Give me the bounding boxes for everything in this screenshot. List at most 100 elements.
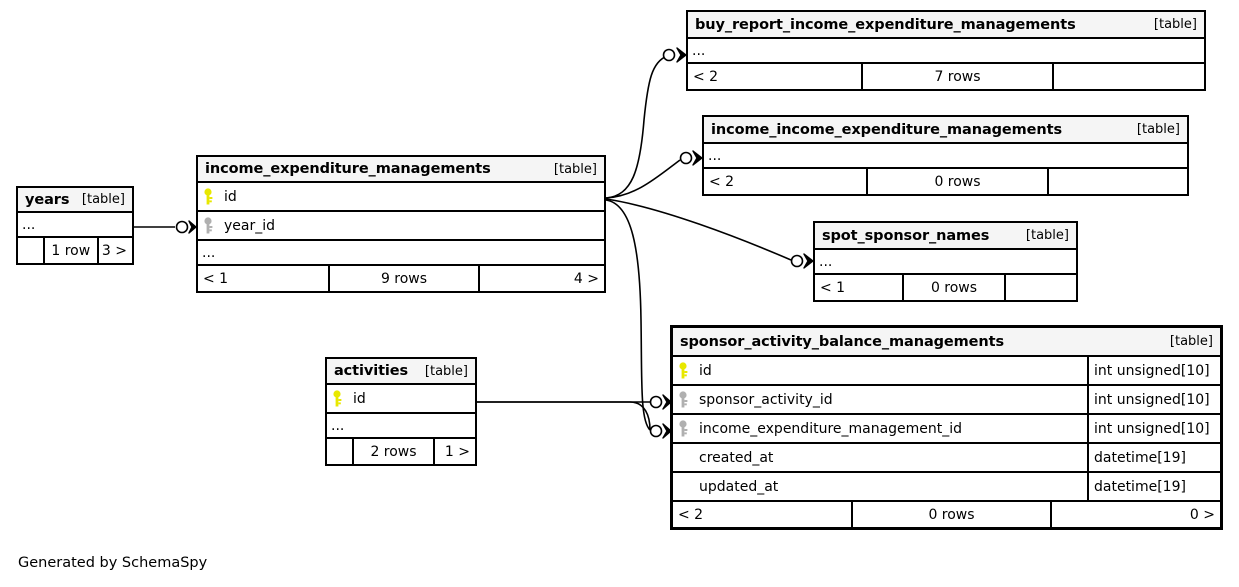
footer-row-count: 1 row xyxy=(42,238,97,263)
footer-children-count[interactable]: 3 > xyxy=(96,238,132,263)
footer-children-count[interactable]: 4 > xyxy=(478,266,604,291)
edge-arrow-buy-report xyxy=(676,47,687,63)
footer-row-count: 2 rows xyxy=(352,439,433,464)
footer-children-count[interactable] xyxy=(1052,64,1204,89)
table-type-tag: [table] xyxy=(1136,122,1180,137)
footer-parents-count[interactable]: < 2 xyxy=(709,173,735,190)
table-column-row[interactable]: updated_at datetime[19] xyxy=(673,473,1220,502)
footer-parents-count[interactable] xyxy=(18,238,43,263)
table-column-row[interactable]: id int unsigned[10] xyxy=(673,357,1220,386)
table-column-row[interactable]: id xyxy=(198,183,604,212)
table-name: income_income_expenditure_managements xyxy=(711,121,1062,138)
footer-row-count: 7 rows xyxy=(861,64,1052,89)
table-column-row[interactable]: income_expenditure_management_id int unsi… xyxy=(673,415,1220,444)
primary-key-icon xyxy=(198,183,218,210)
column-name: id xyxy=(699,362,712,379)
column-type: int unsigned[10] xyxy=(1087,357,1220,384)
table-name: spot_sponsor_names xyxy=(822,227,990,244)
table-sponsor_activity_balance_managements[interactable]: sponsor_activity_balance_managements [tab… xyxy=(670,325,1223,530)
footer-parents-count[interactable]: < 2 xyxy=(693,68,719,85)
table-name: income_expenditure_managements xyxy=(205,161,491,177)
edge-activities-to-sponsor-activity-2 xyxy=(477,401,651,431)
table-name: years xyxy=(25,191,70,208)
footer-row-count: 0 rows xyxy=(902,275,1004,300)
foreign-key-icon xyxy=(673,415,693,442)
edge-circle-income-income xyxy=(679,151,693,165)
table-column-row[interactable]: year_id xyxy=(198,212,604,241)
edge-iem-to-buy-report xyxy=(605,55,668,199)
footer-parents-count[interactable]: < 2 xyxy=(678,506,704,523)
column-name: income_expenditure_management_id xyxy=(699,420,963,437)
footer-parents-count[interactable]: < 1 xyxy=(820,279,846,296)
key-placeholder xyxy=(673,473,693,500)
edge-circle-income-expenditure-management-id xyxy=(649,424,663,438)
table-type-tag: [table] xyxy=(424,363,468,379)
column-type: int unsigned[10] xyxy=(1087,415,1220,442)
column-name: id xyxy=(224,188,237,205)
primary-key-icon xyxy=(327,385,347,412)
table-footer-income_income_expenditure_managements: < 2 0 rows xyxy=(704,169,1187,194)
table-name: sponsor_activity_balance_managements xyxy=(680,333,1004,350)
table-type-tag: [table] xyxy=(1025,228,1069,243)
table-column-row[interactable]: created_at datetime[19] xyxy=(673,444,1220,473)
column-type: datetime[19] xyxy=(1087,444,1220,471)
column-type: datetime[19] xyxy=(1087,473,1220,500)
table-header-spot_sponsor_names: spot_sponsor_names [table] xyxy=(815,223,1076,250)
edge-arrow-years xyxy=(188,220,197,234)
footer-parents-count[interactable]: < 1 xyxy=(203,270,229,287)
more-columns-ellipsis[interactable]: ... xyxy=(688,39,1204,64)
footer-children-count[interactable]: 0 > xyxy=(1050,502,1220,527)
edge-arrow-income-income xyxy=(692,150,703,166)
table-column-row[interactable]: id xyxy=(327,385,475,414)
table-header-activities: activities[table] xyxy=(327,359,475,385)
table-income_expenditure_managements[interactable]: income_expenditure_managements [table] id y… xyxy=(196,155,606,293)
edge-circle-spot-sponsor xyxy=(790,254,804,268)
foreign-key-icon xyxy=(673,386,693,413)
column-name: created_at xyxy=(699,449,774,466)
table-header-income_income_expenditure_managements: income_income_expenditure_managements [ta… xyxy=(704,117,1187,144)
table-header-years: years [table] xyxy=(18,188,132,213)
footer-row-count: 0 rows xyxy=(866,169,1047,194)
table-footer-spot_sponsor_names: < 1 0 rows xyxy=(815,275,1076,300)
table-type-tag: [table] xyxy=(81,192,125,207)
table-header-buy_report_income_expenditure_managements: buy_report_income_expenditure_management… xyxy=(688,12,1204,39)
edge-circle-years xyxy=(175,220,189,234)
edge-iem-to-income-income xyxy=(605,159,681,199)
table-type-tag: [table] xyxy=(1153,17,1197,32)
table-spot_sponsor_names[interactable]: spot_sponsor_names [table]... < 1 0 rows xyxy=(813,221,1078,302)
more-columns-ellipsis[interactable]: ... xyxy=(704,144,1187,169)
column-name: updated_at xyxy=(699,478,779,495)
table-buy_report_income_expenditure_managements[interactable]: buy_report_income_expenditure_management… xyxy=(686,10,1206,91)
edge-circle-buy-report xyxy=(662,48,676,62)
more-columns-ellipsis[interactable]: ... xyxy=(815,250,1076,275)
footer-children-count[interactable]: 1 > xyxy=(433,439,475,464)
table-footer-buy_report_income_expenditure_managements: < 2 7 rows xyxy=(688,64,1204,89)
edge-iem-to-sponsor-activity-balance xyxy=(605,199,651,431)
primary-key-icon xyxy=(673,357,693,384)
foreign-key-icon xyxy=(198,212,218,239)
footer-children-count[interactable] xyxy=(1047,169,1187,194)
footer-children-count[interactable] xyxy=(1004,275,1076,300)
table-type-tag: [table] xyxy=(1169,334,1213,349)
table-name: buy_report_income_expenditure_management… xyxy=(695,16,1076,33)
edge-arrow-spot-sponsor xyxy=(803,253,814,269)
more-columns-ellipsis[interactable]: ... xyxy=(327,414,475,439)
key-placeholder xyxy=(673,444,693,471)
table-income_income_expenditure_managements[interactable]: income_income_expenditure_managements [ta… xyxy=(702,115,1189,196)
more-columns-ellipsis[interactable]: ... xyxy=(18,213,132,238)
column-type: int unsigned[10] xyxy=(1087,386,1220,413)
edge-iem-to-spot-sponsor xyxy=(605,198,792,261)
footer-parents-count[interactable] xyxy=(327,439,352,464)
more-columns-ellipsis[interactable]: ... xyxy=(198,241,604,266)
footer-row-count: 0 rows xyxy=(851,502,1050,527)
table-type-tag: [table] xyxy=(553,161,597,177)
table-header-income_expenditure_managements: income_expenditure_managements [table] xyxy=(198,157,604,183)
generated-by-caption: Generated by SchemaSpy xyxy=(18,555,208,571)
